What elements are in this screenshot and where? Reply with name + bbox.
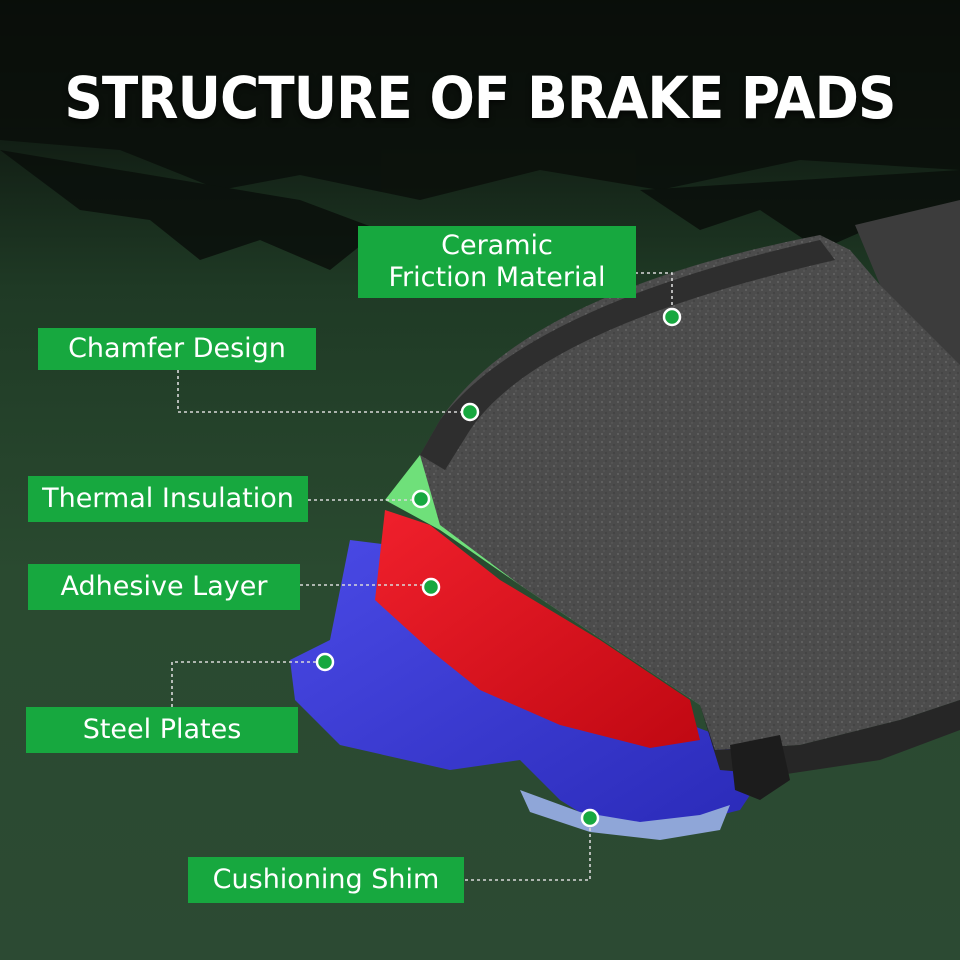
marker-adhesive <box>421 577 441 597</box>
marker-ceramic <box>662 307 682 327</box>
marker-steel <box>315 652 335 672</box>
page-title: STRUCTURE OF BRAKE PADS <box>64 64 896 132</box>
cushioning-shim-layer <box>520 790 730 840</box>
chamfer-bevel <box>420 240 835 470</box>
label-chamfer-design: Chamfer Design <box>38 328 316 370</box>
adhesive-layer <box>375 510 700 748</box>
friction-material <box>420 235 960 750</box>
label-cushioning-shim: Cushioning Shim <box>188 857 464 903</box>
pad-clip <box>730 735 790 800</box>
background-splatter <box>0 0 960 270</box>
label-adhesive-layer: Adhesive Layer <box>28 564 300 610</box>
label-ceramic-line2: Friction Material <box>388 262 606 293</box>
label-ceramic-friction-material: Ceramic Friction Material <box>358 226 636 298</box>
marker-chamfer <box>460 402 480 422</box>
rear-pad <box>855 200 960 365</box>
label-steel-plates: Steel Plates <box>26 707 298 753</box>
marker-dots <box>315 307 682 828</box>
leader-lines <box>171 272 673 881</box>
marker-thermal <box>411 489 431 509</box>
label-thermal-insulation: Thermal Insulation <box>28 476 308 522</box>
marker-shim <box>580 808 600 828</box>
label-ceramic-line1: Ceramic <box>441 230 553 262</box>
